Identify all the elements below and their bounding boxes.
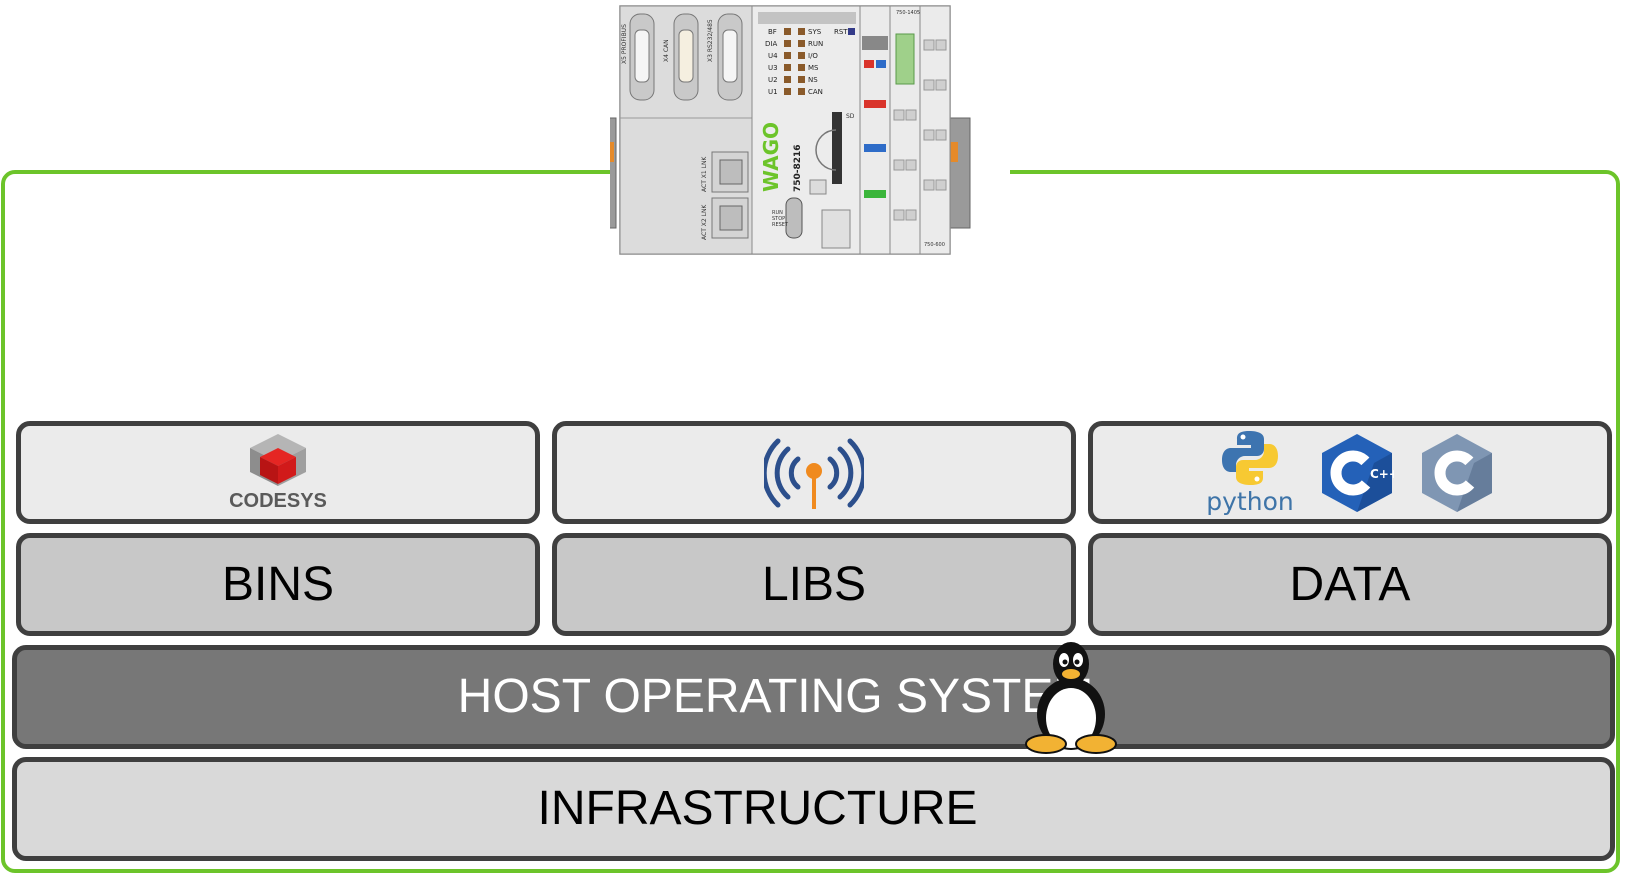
- host-os-box: HOST OPERATING SYSTEM: [12, 645, 1615, 749]
- led-label: BF: [768, 28, 777, 36]
- python-icon: [1221, 431, 1278, 485]
- port-label: X3 RS232/485: [707, 19, 714, 62]
- ethernet-label: ACT X2 LNK: [701, 204, 708, 240]
- c-language-icon: C: [1420, 432, 1492, 512]
- sd-label: SD: [846, 113, 855, 120]
- led-label: U3: [768, 64, 778, 72]
- switch-label: STOP: [772, 216, 785, 222]
- led-label: NS: [808, 76, 818, 84]
- run-stop-switch: [785, 197, 803, 239]
- wireless-box: [552, 421, 1076, 524]
- host-os-label: HOST OPERATING SYSTEM: [457, 670, 1094, 723]
- c-label: C: [1420, 432, 1421, 433]
- cpp-icon: C++: [1321, 433, 1394, 512]
- rst-label: RST: [834, 28, 848, 36]
- led-label: U1: [768, 88, 778, 96]
- dsub-port: [629, 13, 655, 101]
- python-logo: python: [1206, 429, 1294, 516]
- languages-box: python C++ C: [1088, 421, 1612, 524]
- module-label: 750-600: [924, 242, 945, 248]
- led-label: MS: [808, 64, 819, 72]
- module-label: 750-1405: [896, 10, 920, 16]
- port-label: X5 PROFIBUS: [621, 24, 628, 64]
- infrastructure-label: INFRASTRUCTURE: [537, 782, 978, 835]
- libs-label: LIBS: [761, 557, 867, 611]
- bins-label: BINS: [221, 557, 335, 611]
- switch-label: RESET: [772, 222, 789, 228]
- led-label: I/O: [808, 52, 818, 60]
- led-label: CAN: [808, 88, 823, 96]
- led-label: U2: [768, 76, 778, 84]
- data-box: DATA: [1088, 533, 1612, 636]
- plc-controller-image: X5 PROFIBUS X4 CAN X3 RS232/485 ACT X1 L…: [595, 5, 971, 255]
- sd-slot: [832, 112, 842, 184]
- plc-controller: X5 PROFIBUS X4 CAN X3 RS232/485 ACT X1 L…: [595, 0, 1010, 270]
- python-label: python: [1206, 487, 1294, 516]
- led-label: DIA: [765, 40, 777, 48]
- linux-tux-icon: [1025, 642, 1117, 754]
- switch-label: RUN: [772, 210, 783, 216]
- led-label: RUN: [808, 40, 823, 48]
- cpp-label: C++: [1370, 467, 1394, 481]
- codesys-label: CODESYS: [229, 490, 327, 512]
- infrastructure-box: INFRASTRUCTURE: [12, 757, 1615, 861]
- led-label: U4: [768, 52, 778, 60]
- libs-box: LIBS: [552, 533, 1076, 636]
- model-number: 750-8216: [793, 144, 803, 192]
- dsub-port: [717, 13, 743, 101]
- led-label: SYS: [808, 28, 822, 36]
- wireless-signal-icon: [764, 438, 864, 509]
- bins-box: BINS: [16, 533, 540, 636]
- dsub-port: [673, 13, 699, 101]
- codesys-box: CODESYS: [16, 421, 540, 524]
- ethernet-label: ACT X1 LNK: [701, 156, 708, 192]
- wago-logo: WAGO: [759, 122, 783, 192]
- port-label: X4 CAN: [663, 39, 670, 62]
- data-label: DATA: [1289, 557, 1411, 611]
- led-panel: BF DIA U4 U3 U2 U1 SYS RUN I/O MS NS CAN…: [765, 28, 855, 96]
- codesys-icon: [250, 434, 306, 486]
